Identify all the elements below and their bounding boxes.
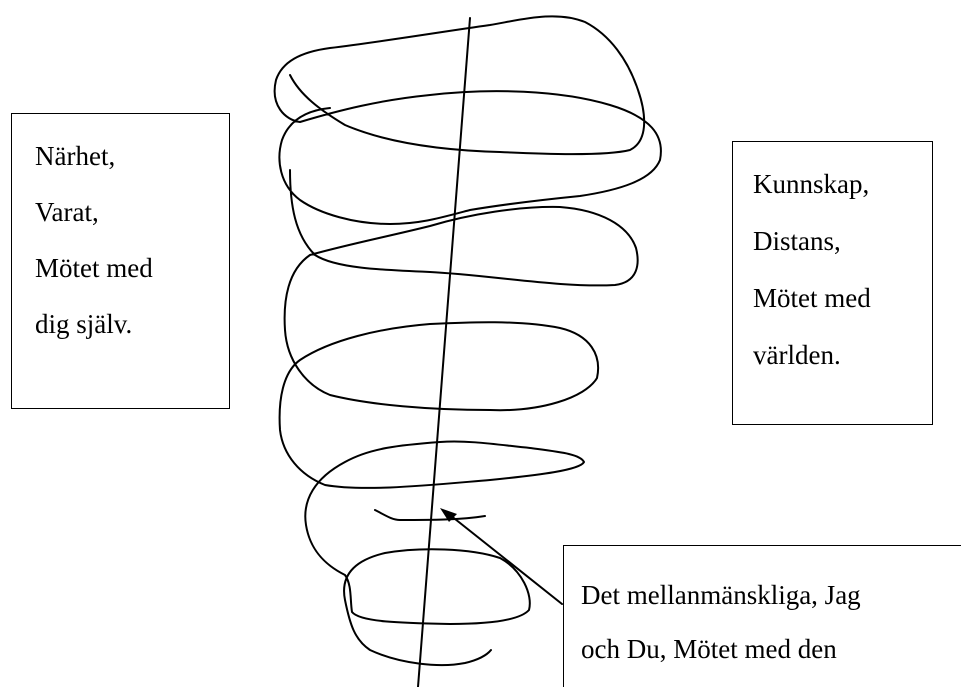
bottom-box-line: och Du, Mötet med den xyxy=(581,634,837,664)
left-box-line: Mötet med xyxy=(35,253,153,283)
bottom-text-box: Det mellanmänskliga, Jag och Du, Mötet m… xyxy=(563,545,961,687)
bottom-box-line: Det mellanmänskliga, Jag xyxy=(581,580,861,610)
right-box-line: Kunnskap, xyxy=(753,169,870,199)
pointer-arrowhead xyxy=(440,508,457,522)
left-box-line: Närhet, xyxy=(35,141,116,171)
spiral-axis xyxy=(417,17,471,687)
right-text-box: Kunnskap, Distans, Mötet med världen. xyxy=(732,141,933,425)
left-box-line: Varat, xyxy=(35,197,99,227)
right-box-line: Distans, xyxy=(753,226,841,256)
spiral-curve xyxy=(273,15,662,667)
pointer-arrow-line xyxy=(449,514,563,605)
right-box-line: Mötet med xyxy=(753,283,871,313)
right-box-line: världen. xyxy=(753,340,841,370)
left-box-line: dig själv. xyxy=(35,309,133,339)
left-text-box: Närhet, Varat, Mötet med dig själv. xyxy=(11,113,230,409)
